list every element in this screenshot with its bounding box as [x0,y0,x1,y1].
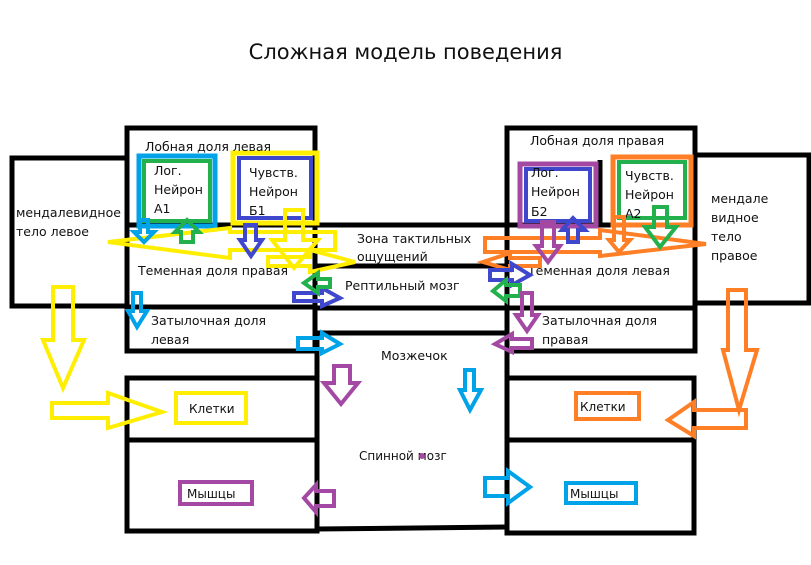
muscles-left-frame [178,480,254,506]
amygdala-left-line2: тело левое [16,224,89,239]
tactile-zone-line2: ощущений [357,249,428,264]
arrow-yellow-to-cells [50,390,169,431]
arrow-orange-a2-to-amygdala [483,227,707,259]
arrow-blue-b1-down [236,223,266,260]
arrow-purple-to-muscles [301,479,336,518]
neuron-a2-line3: А2 [625,206,642,221]
muscles-left-box [124,437,320,534]
spinal-bottom-edge [316,524,508,532]
cells-right-label: Клетки [580,400,626,414]
parietal-right-label: Теменная доля левая [527,263,670,278]
cells-left-frame [174,391,248,425]
arrow-orange-to-tactile [476,250,542,273]
diagram-title: Сложная модель поведения [248,40,563,64]
arrow-purple-spinal-down [319,364,363,408]
arrow-purple-occipital-down [512,291,542,335]
neuron-b2-inner [524,167,592,223]
neuron-a1-line2: Нейрон [154,182,203,197]
muscles-right-frame [564,481,638,505]
reptile-brain-label: Рептильный мозг [345,278,460,293]
neuron-b1-line2: Нейрон [249,184,298,199]
neuron-b1-inner [237,156,313,220]
arrow-yellow-amygdala-down [40,285,88,394]
neuron-b2-outer [517,161,599,229]
muscles-left-label: Мышцы [187,487,235,501]
amygdala-left-line1: мендалевидное [16,205,121,220]
muscles-right-box [504,437,697,536]
cells-right-frame [574,391,641,421]
arrow-green-a1-up [170,217,204,244]
occipital-right-line2: правая [542,332,588,347]
neuron-a1-outer [136,153,218,229]
arrow-cyan-to-cerebellum [296,329,345,357]
neuron-b2-line1: Лог. [531,165,559,180]
amygdala-right-line1: мендале [711,191,769,206]
spinal-cord-label: Спинной мозг [359,449,447,463]
arrow-green-reptile-left [300,269,332,297]
arrow-purple-b2-down [532,220,564,266]
amygdala-left-box [9,155,135,309]
arrow-cyan-spinal-down [456,368,485,415]
cerebellum-label: Мозжечок [381,348,448,363]
tactile-zone-line1: Зона тактильных [357,231,471,246]
occipital-left-line1: Затылочная доля [151,313,266,328]
arrow-orange-to-cells [664,398,748,440]
neuron-b2-line2: Нейрон [531,184,580,199]
arrow-purple-to-cerebellum [490,330,534,356]
amygdala-right-box [689,152,811,306]
frontal-left-label: Лобная доля левая [145,139,271,154]
arrow-blue-to-reptile-left [292,284,345,310]
arrow-green-a2-down [641,205,681,251]
amygdala-right-line2: видное [711,210,759,225]
arrow-yellow-b1-down [267,208,323,272]
arrow-yellow-to-tactile [266,247,356,275]
arrow-green-reptile-right [489,275,522,306]
arrow-orange-amygdala-down [720,288,760,418]
arrow-cyan-a1-down [129,218,159,245]
parietal-left-label: Теменная доля правая [137,263,288,278]
amygdala-right-line3: тело [711,229,742,244]
arrow-cyan-to-muscles [483,467,534,507]
neuron-a1-line1: Лог. [154,163,182,178]
neuron-b1-outer [230,150,320,226]
neuron-b2-line3: Б2 [531,204,548,219]
amygdala-right-line4: правое [711,248,758,263]
neuron-a2-line1: Чувств. [625,168,674,183]
neuron-b1-line1: Чувств. [249,165,298,180]
occipital-left-line2: левая [151,332,189,347]
arrow-orange-a2-down [604,215,635,256]
neuron-a1-inner [142,159,212,223]
neuron-a2-line2: Нейрон [625,187,674,202]
arrow-cyan-occipital-down [124,291,151,331]
frontal-right-label: Лобная доля правая [530,133,664,148]
spinal-cord-dot [419,453,425,459]
neuron-a1-line3: А1 [154,201,171,216]
neuron-b1-line3: Б1 [249,203,266,218]
muscles-right-label: Мышцы [570,487,618,501]
cells-left-label: Клетки [189,402,235,416]
occipital-right-line1: Затылочная доля [542,313,657,328]
arrow-blue-b2-up [557,215,590,244]
arrow-blue-to-reptile-right [488,260,534,289]
